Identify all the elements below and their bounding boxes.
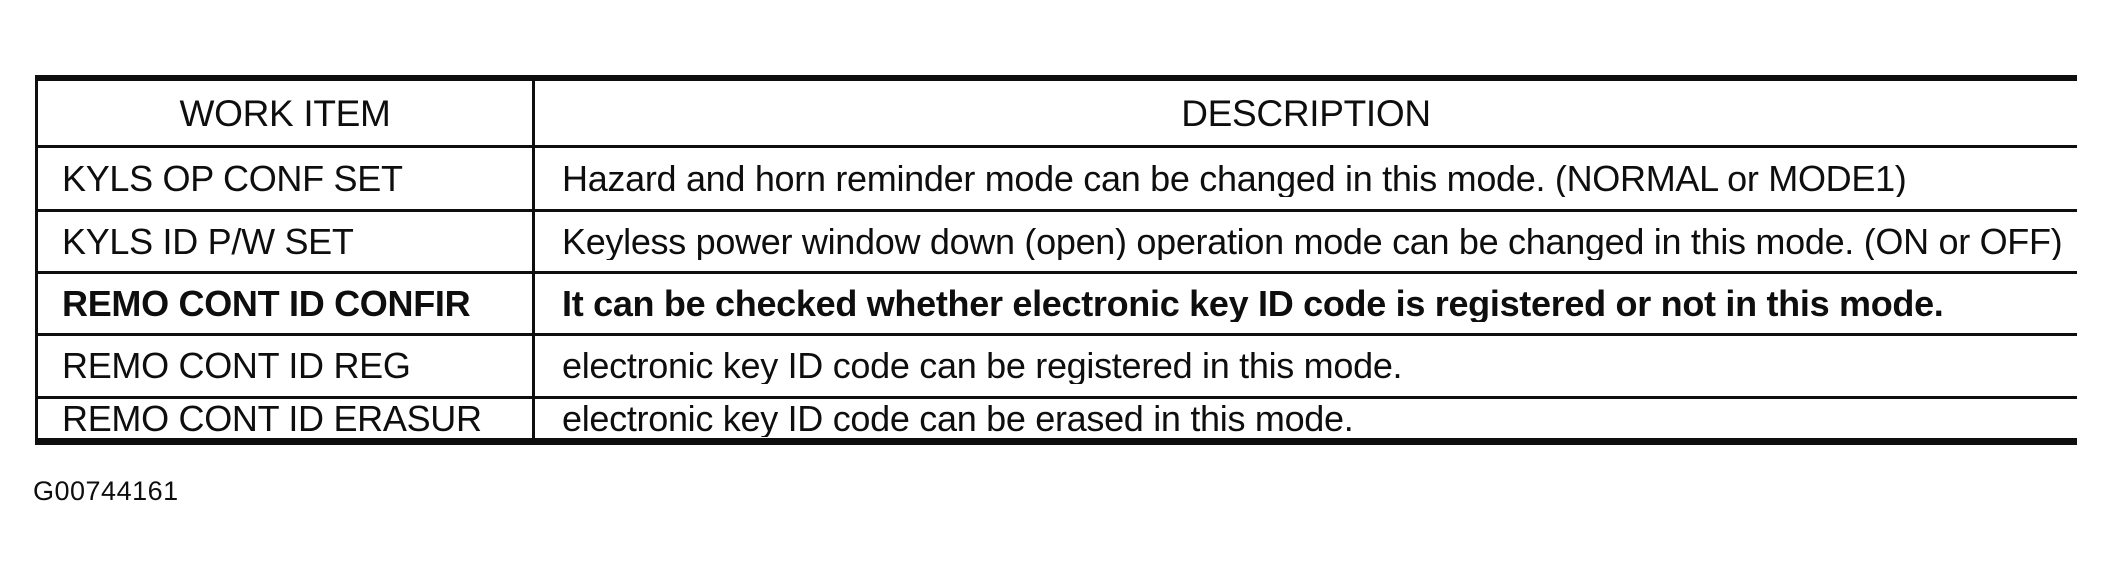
work-items-table: WORK ITEM DESCRIPTION KYLS OP CONF SET H…: [35, 75, 2077, 445]
work-item-cell: REMO CONT ID ERASUR: [62, 400, 482, 437]
table-header-description-cell: DESCRIPTION: [532, 81, 2077, 145]
table-row: REMO CONT ID REG electronic key ID code …: [38, 333, 2077, 396]
table-row: KYLS OP CONF SET Hazard and horn reminde…: [38, 145, 2077, 209]
work-item-cell: REMO CONT ID CONFIR: [62, 285, 471, 322]
description-text: electronic key ID code can be erased in …: [562, 400, 1354, 437]
table-row: KYLS ID P/W SET Keyless power window dow…: [38, 209, 2077, 271]
description-cell: It can be checked whether electronic key…: [532, 274, 2077, 333]
description-cell: electronic key ID code can be registered…: [532, 336, 2077, 396]
work-item-cell: REMO CONT ID REG: [62, 348, 411, 384]
table-row: REMO CONT ID ERASUR electronic key ID co…: [38, 396, 2077, 438]
description-text: Hazard and horn reminder mode can be cha…: [562, 160, 1907, 197]
description-cell: Keyless power window down (open) operati…: [532, 212, 2077, 271]
table-header-description: DESCRIPTION: [1181, 94, 1431, 132]
description-cell: Hazard and horn reminder mode can be cha…: [532, 148, 2077, 209]
table-header-row: WORK ITEM DESCRIPTION: [38, 81, 2077, 145]
figure-code: G00744161: [33, 476, 179, 506]
description-cell: electronic key ID code can be erased in …: [532, 399, 2077, 438]
description-text: Keyless power window down (open) operati…: [562, 223, 2063, 260]
table-row: REMO CONT ID CONFIR It can be checked wh…: [38, 271, 2077, 333]
description-text: It can be checked whether electronic key…: [562, 285, 1944, 322]
work-item-cell: KYLS OP CONF SET: [62, 160, 403, 197]
description-text: electronic key ID code can be registered…: [562, 348, 1403, 384]
work-item-cell: KYLS ID P/W SET: [62, 223, 354, 260]
table-header-work-item: WORK ITEM: [179, 94, 391, 132]
